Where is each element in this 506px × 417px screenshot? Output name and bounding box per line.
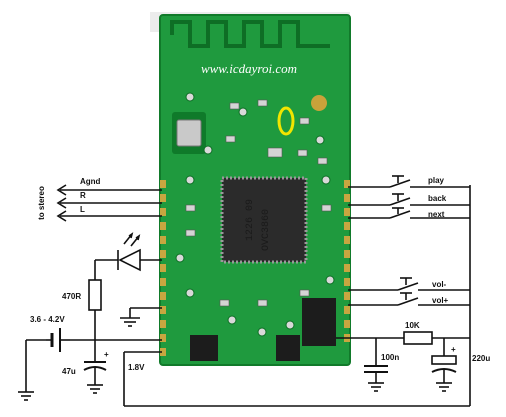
vias xyxy=(175,92,335,337)
cap-220u-label: 220u xyxy=(472,354,490,363)
antenna-trace xyxy=(170,20,330,48)
bluetooth-module: OVC3860 1226 09 www.icdayroi.com xyxy=(150,12,351,366)
smd-parts xyxy=(185,99,332,307)
resistor-470r-label: 470R xyxy=(62,292,81,301)
chip-marking-1: OVC3860 xyxy=(261,209,272,251)
back-label: back xyxy=(428,194,447,203)
pins-left xyxy=(160,180,166,356)
capacitor-220u xyxy=(431,355,457,365)
vol-minus-switch[interactable]: vol- xyxy=(348,277,470,291)
back-switch[interactable]: back xyxy=(348,193,470,206)
vol-minus-label: vol- xyxy=(432,280,447,289)
to-stereo-label: to stereo xyxy=(37,186,46,220)
audio-output: Agnd R L to stereo xyxy=(37,177,162,222)
pins-right xyxy=(344,180,350,342)
pin-agnd-label: Agnd xyxy=(80,177,101,186)
pin-r-label: R xyxy=(80,191,86,200)
highlight-circle xyxy=(277,106,295,136)
buttons-right: play back next vol- xyxy=(348,175,471,406)
pin-l-label: L xyxy=(80,205,85,214)
plus-sign: + xyxy=(104,350,109,359)
battery-voltage-label: 3.6 - 4.2V xyxy=(30,315,65,324)
transistor-right xyxy=(276,335,300,361)
resistor-10k xyxy=(403,331,433,345)
ic-right xyxy=(302,298,336,346)
power-input: 3.6 - 4.2V + 47u xyxy=(18,315,162,401)
vol-plus-label: vol+ xyxy=(432,296,449,305)
rail-1v8-label: 1.8V xyxy=(128,363,145,372)
cap-47u-label: 47u xyxy=(62,367,76,376)
crystal xyxy=(176,119,202,147)
led-icon xyxy=(118,248,141,272)
next-label: next xyxy=(428,210,445,219)
resistor-10k-label: 10K xyxy=(405,321,420,330)
play-switch[interactable]: play xyxy=(348,175,470,188)
transistor-left xyxy=(190,335,218,361)
resistor-470r xyxy=(88,279,102,311)
vol-plus-switch[interactable]: vol+ xyxy=(348,292,470,306)
next-switch[interactable]: next xyxy=(348,207,470,219)
light-arrow-icon xyxy=(123,232,134,245)
plus-sign-2: + xyxy=(451,345,456,354)
rail-1v8: 1.8V xyxy=(123,351,470,407)
chip-marking-2: 1226 09 xyxy=(245,199,256,241)
ovc3860-chip: OVC3860 1226 09 xyxy=(220,176,308,264)
watermark: www.icdayroi.com xyxy=(201,61,297,76)
ground-icon xyxy=(120,307,162,327)
play-label: play xyxy=(428,176,445,185)
test-pad xyxy=(311,95,327,111)
led-circuit: 470R xyxy=(62,232,162,340)
cap-100n-label: 100n xyxy=(381,353,399,362)
power-filter: 10K 100n + 220u xyxy=(336,321,490,392)
